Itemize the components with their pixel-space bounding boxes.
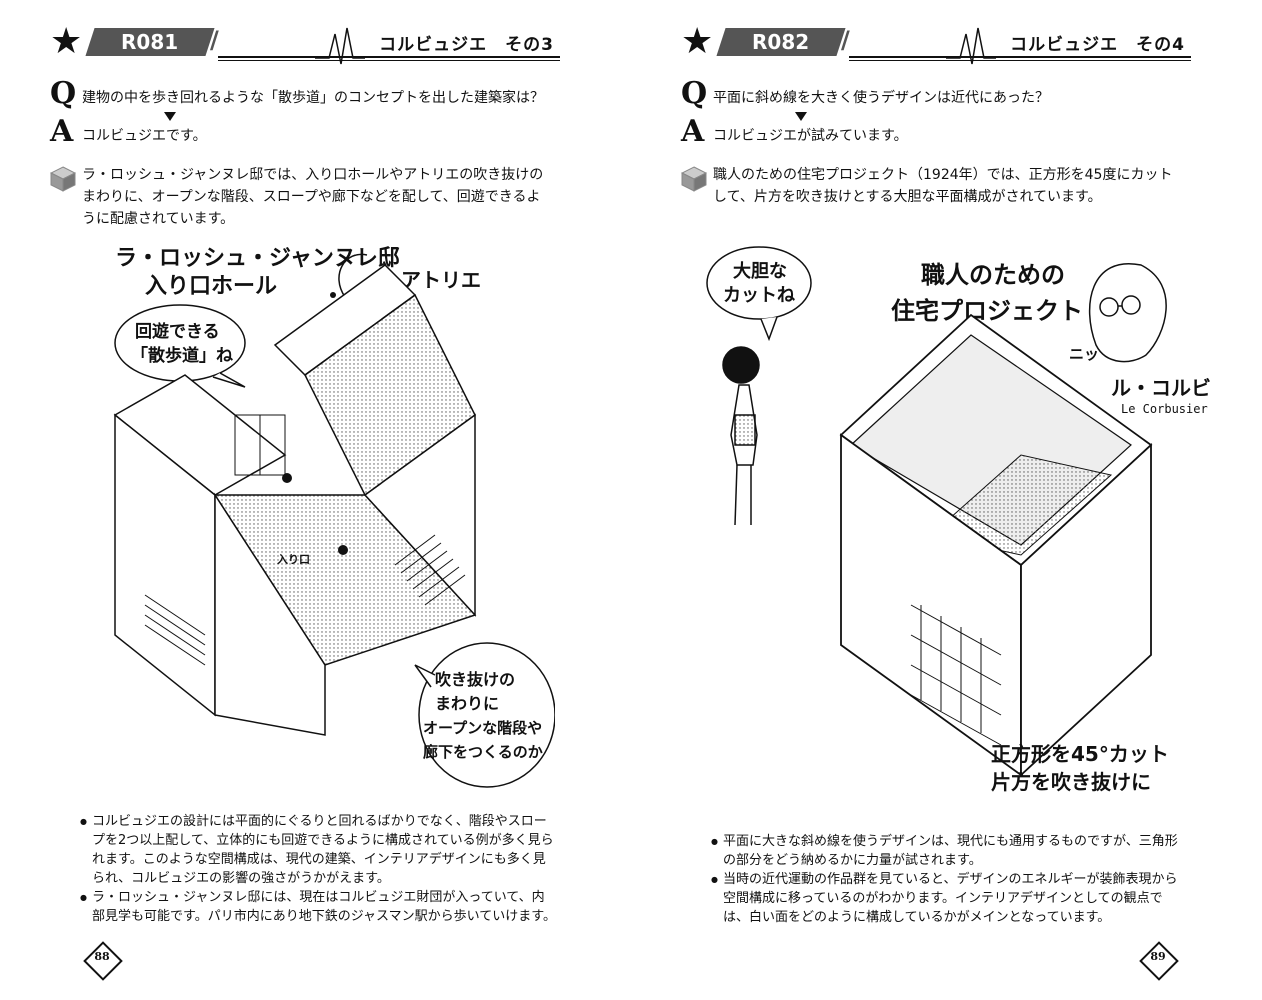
name-en-label: Le Corbusier	[1121, 402, 1208, 416]
header-rule-thin	[218, 60, 560, 61]
notes-list: コルビュジエの設計には平面的にぐるりと回れるばかりでなく、階段やスロープを2つ以…	[80, 812, 556, 926]
left-page: ★ R081 / コルビュジエ その3 Q 建物の中を歩き回れるような「散歩道」…	[0, 0, 631, 1000]
bubble2-line3: オープンな階段や	[423, 719, 542, 737]
bubble2-line2: まわりに	[435, 694, 499, 713]
cube-icon	[50, 166, 76, 192]
header-rule	[218, 56, 560, 58]
axonometric-illustration: 大胆な カットね 職人のための 住宅プロジェクト ニッ ル・コルビュジエ Le …	[706, 246, 1211, 794]
speech-bubble-tail	[414, 664, 436, 688]
page-number: 88	[83, 941, 123, 981]
woman-figure	[722, 346, 760, 526]
figure-head-icon	[338, 545, 348, 555]
illus-entrance-label: 入り口	[277, 553, 310, 566]
arrow-down-icon	[164, 112, 176, 121]
body-paragraph: 職人のための住宅プロジェクト（1924年）では、正方形を45度にカットして、片方…	[713, 167, 1173, 205]
house-front-right	[1020, 442, 1152, 778]
answer-text: コルビュジエです。	[82, 128, 207, 144]
cube-icon	[681, 166, 707, 192]
question-label: Q	[50, 76, 77, 111]
notes-list: 平面に大きな斜め線を使うデザインは、現代にも通用するものですが、三角形の部分をど…	[711, 832, 1187, 927]
stair-lines	[144, 534, 466, 666]
question-text: 平面に斜め線を大きく使うデザインは近代にあった？	[713, 90, 1049, 106]
section-title: コルビュジエ その4	[1010, 35, 1185, 55]
illus-atelier-label: アトリエ	[401, 268, 481, 292]
bubble1-line1: 回遊できる	[135, 321, 220, 342]
section-title: コルビュジエ その3	[379, 35, 554, 55]
speech-bubble-tail	[212, 372, 246, 388]
pointer-dot	[330, 292, 336, 298]
note-item: ラ・ロッシュ・ジャンヌレ邸には、現在はコルビュジエ財団が入っていて、内部見学も可…	[80, 888, 556, 926]
speech-bubble-tail	[760, 316, 778, 342]
header-rule-thin	[849, 60, 1191, 61]
illus-title-line1: ラ・ロッシュ・ジャンヌレ邸	[115, 246, 400, 271]
pointer-arrow	[338, 253, 368, 298]
star-icon: ★	[681, 21, 714, 62]
bubble2-line1: 吹き抜けの	[435, 670, 515, 689]
body-paragraph: ラ・ロッシュ・ジャンヌレ邸では、入り口ホールやアトリエの吹き抜けのまわりに、オー…	[82, 167, 544, 227]
caption-line1: 正方形を45°カット	[991, 742, 1169, 766]
speech-bubble	[706, 246, 812, 320]
section-code-badge: R082	[716, 28, 846, 56]
bubble-line1: 大胆な	[733, 260, 787, 282]
section-header: ★ R082 / コルビュジエ その4	[681, 21, 1191, 65]
speech-bubble	[418, 642, 555, 788]
windows	[234, 414, 286, 476]
note-item: 平面に大きな斜め線を使うデザインは、現代にも通用するものですが、三角形の部分をど…	[711, 832, 1187, 870]
note-item: コルビュジエの設計には平面的にぐるりと回れるばかりでなく、階段やスロープを2つ以…	[80, 812, 556, 888]
page-number: 89	[1139, 941, 1179, 981]
name-ja-label: ル・コルビュジエ	[1111, 376, 1211, 400]
answer-label: A	[50, 114, 74, 149]
bubble1-line2: 「散歩道」ね	[131, 345, 233, 366]
right-page: ★ R082 / コルビュジエ その4 Q 平面に斜め線を大きく使うデザインは近…	[631, 0, 1262, 1000]
answer-text: コルビュジエが試みています。	[713, 128, 908, 144]
le-corbusier-portrait	[1088, 262, 1167, 363]
heartbeat-icon	[946, 27, 996, 65]
front-wall	[214, 492, 326, 736]
bubble-line2: カットね	[723, 285, 795, 306]
speech-bubble	[114, 304, 246, 382]
illus-title-line2: 住宅プロジェクト	[891, 297, 1083, 325]
question-text: 建物の中を歩き回れるような「散歩道」のコンセプトを出した建築家は？	[82, 90, 544, 106]
figure-head-icon	[282, 473, 292, 483]
note-item: 当時の近代運動の作品群を見ていると、デザインのエネルギーが装飾表現から空間構成に…	[711, 870, 1187, 927]
bubble2-line4: 廊下をつくるのか	[423, 743, 543, 761]
sfx-text: ニッ	[1069, 345, 1099, 363]
illus-title-line2: 入り口ホール	[145, 274, 277, 299]
arrow-down-icon	[795, 112, 807, 121]
window-grid	[910, 604, 1002, 746]
answer-label: A	[681, 114, 705, 149]
right-wall	[363, 413, 476, 617]
axonometric-illustration: ラ・ロッシュ・ジャンヌレ邸 入り口ホール アトリエ 回遊できる 「散歩道」ね 入…	[113, 246, 555, 788]
header-rule	[849, 56, 1191, 58]
question-label: Q	[681, 76, 708, 111]
heartbeat-icon	[315, 27, 365, 65]
section-header: ★ R081 / コルビュジエ その3	[50, 21, 560, 65]
slash-decoration: /	[841, 26, 850, 54]
illus-title-line1: 職人のための	[921, 261, 1065, 289]
slash-decoration: /	[210, 26, 219, 54]
star-icon: ★	[50, 21, 83, 62]
section-code-badge: R081	[85, 28, 215, 56]
caption-line2: 片方を吹き抜けに	[991, 770, 1151, 794]
